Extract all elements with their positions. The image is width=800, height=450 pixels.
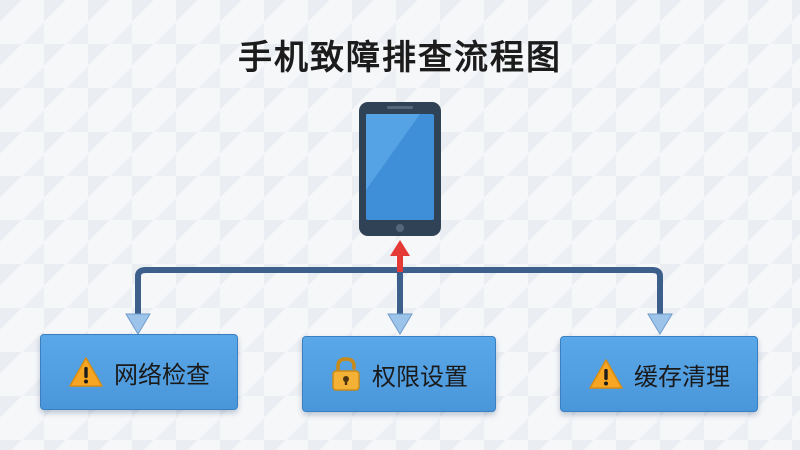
node-cache-cleanup[interactable]: 缓存清理	[560, 336, 758, 412]
connector-lines	[135, 267, 663, 319]
arrow-up-icon	[390, 240, 410, 272]
arrow-down-icons	[125, 313, 673, 335]
warning-icon	[589, 359, 623, 389]
node-label: 缓存清理	[634, 362, 730, 391]
smartphone-icon	[359, 102, 441, 236]
node-permission-settings[interactable]: 权限设置	[302, 336, 496, 412]
node-label: 权限设置	[372, 362, 468, 391]
node-label: 网络检查	[114, 360, 210, 389]
node-network-check[interactable]: 网络检查	[40, 334, 238, 410]
warning-icon	[69, 357, 103, 387]
lock-icon	[332, 357, 360, 391]
diagram-title: 手机致障排查流程图	[238, 38, 562, 78]
